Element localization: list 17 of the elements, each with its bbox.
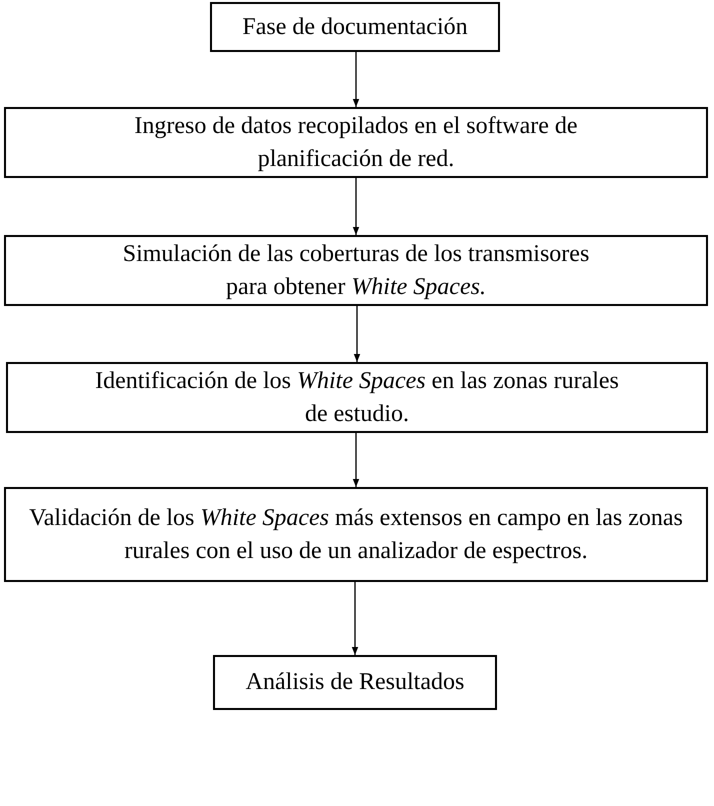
arrow [352, 178, 360, 235]
process-box [4, 235, 708, 306]
step-text: Identificación de los White Spaces en las zonas rurales de estudio. [94, 367, 620, 428]
arrow [352, 433, 360, 487]
process-box [213, 655, 497, 710]
process-box [6, 362, 708, 433]
step-text: Fase de documentación [242, 12, 468, 42]
step-text: Validación de los White Spaces más extensos en campo en las zonas rurales con el uso de un analizador de espectros. [28, 504, 684, 566]
arrow [354, 306, 360, 362]
step-text: Ingreso de datos recopilados en el software de planificación de red. [133, 112, 579, 174]
process-box [4, 107, 708, 178]
arrow [352, 52, 360, 107]
step-text: Simulación de las coberturas de los transmisores para obtener White Spaces. [122, 240, 590, 302]
process-box [210, 2, 500, 52]
step-text: Análisis de Resultados [246, 668, 464, 698]
process-box [4, 487, 708, 582]
arrow [352, 582, 358, 655]
